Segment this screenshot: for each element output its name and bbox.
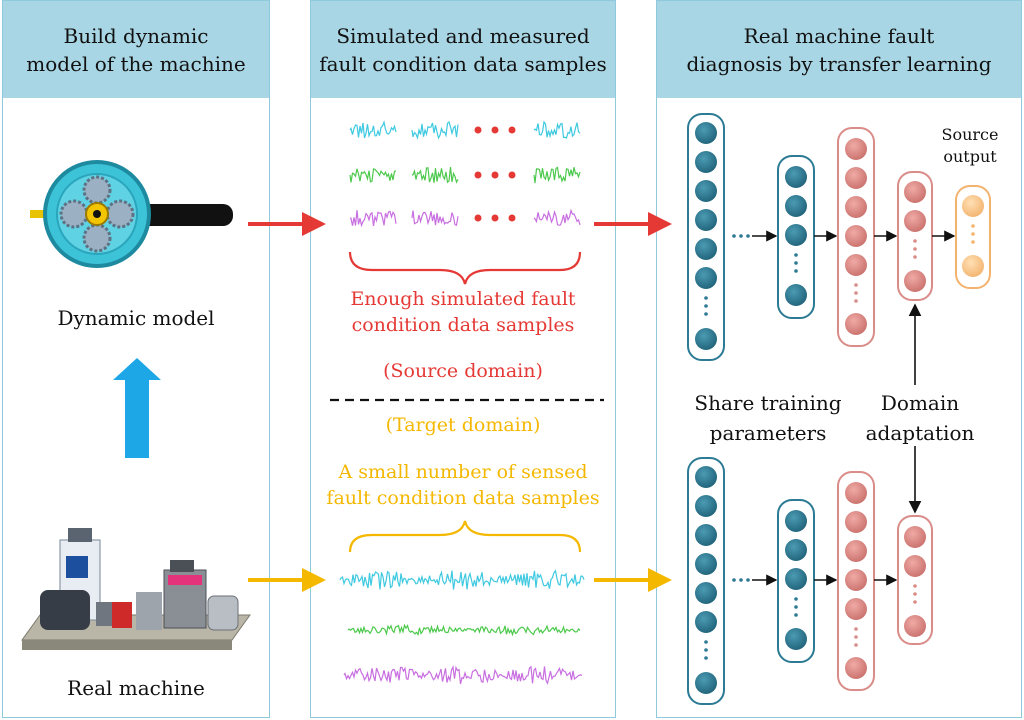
panel-title-right: Real machine fault diagnosis by transfer… xyxy=(686,23,992,76)
signal-green-1 xyxy=(349,168,397,183)
panel-title-middle: Simulated and measured fault condition d… xyxy=(319,23,607,76)
signal-green-3 xyxy=(533,166,581,184)
source-output-label: Source output xyxy=(941,125,999,166)
signal-magenta-2 xyxy=(411,210,459,226)
panel-data-samples: Simulated and measured fault condition d… xyxy=(310,0,616,718)
measured-signal-green xyxy=(347,623,581,637)
share-params-label: Share training parameters xyxy=(694,391,842,445)
domain-adaptation-label: Domain adaptation xyxy=(865,391,975,445)
planetary-gear-icon xyxy=(30,160,233,268)
panel-title-left: Build dynamic model of the machine xyxy=(26,23,246,76)
small-samples-label: A small number of sensed fault condition… xyxy=(326,461,600,509)
signal-green-2 xyxy=(411,167,459,184)
up-arrow-icon xyxy=(113,358,161,458)
simulated-signal-grid xyxy=(349,120,581,228)
signal-magenta-1 xyxy=(349,210,397,228)
curly-brace-icon xyxy=(348,520,582,553)
panel-header-right: Real machine fault diagnosis by transfer… xyxy=(657,1,1021,98)
panel-header-middle: Simulated and measured fault condition d… xyxy=(311,1,615,98)
source-domain-label: (Source domain) xyxy=(383,360,543,382)
signal-cyan-1 xyxy=(349,120,397,139)
measured-signal-cyan xyxy=(339,569,585,590)
enough-samples-label: Enough simulated fault condition data sa… xyxy=(350,288,576,336)
ellipsis-dots-icon xyxy=(474,126,516,222)
source-network xyxy=(687,113,991,361)
panel-header-left: Build dynamic model of the machine xyxy=(3,1,269,98)
curly-brace-icon xyxy=(348,251,582,285)
target-network xyxy=(687,457,933,705)
machine-photo-icon xyxy=(21,528,251,650)
dynamic-model-label: Dynamic model xyxy=(57,306,215,330)
real-machine-label: Real machine xyxy=(67,676,205,700)
target-domain-label: (Target domain) xyxy=(385,414,541,436)
signal-magenta-3 xyxy=(533,208,581,226)
measured-signal-magenta xyxy=(343,665,583,686)
signal-cyan-2 xyxy=(411,120,459,140)
signal-cyan-3 xyxy=(533,120,581,139)
